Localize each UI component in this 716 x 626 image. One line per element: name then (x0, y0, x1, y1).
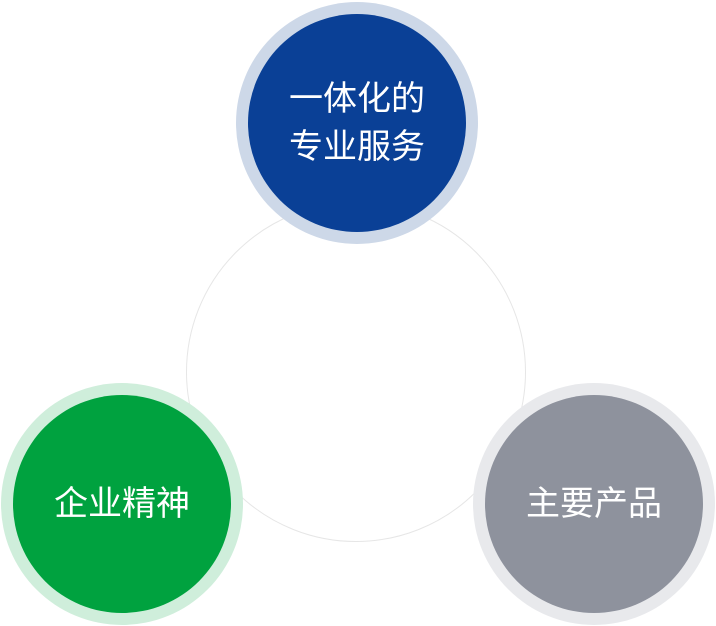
node-label: 企业精神 (54, 484, 190, 524)
node-inner: 企业精神 (13, 395, 231, 613)
node-label: 主要产品 (526, 484, 662, 524)
node-main-products: 主要产品 (473, 383, 715, 625)
node-label-line: 专业服务 (289, 127, 425, 167)
node-enterprise-spirit: 企业精神 (1, 383, 243, 625)
node-inner: 一体化的 专业服务 (248, 14, 466, 232)
node-professional-service: 一体化的 专业服务 (236, 2, 478, 244)
node-inner: 主要产品 (485, 395, 703, 613)
node-label-line: 一体化的 (289, 79, 425, 119)
